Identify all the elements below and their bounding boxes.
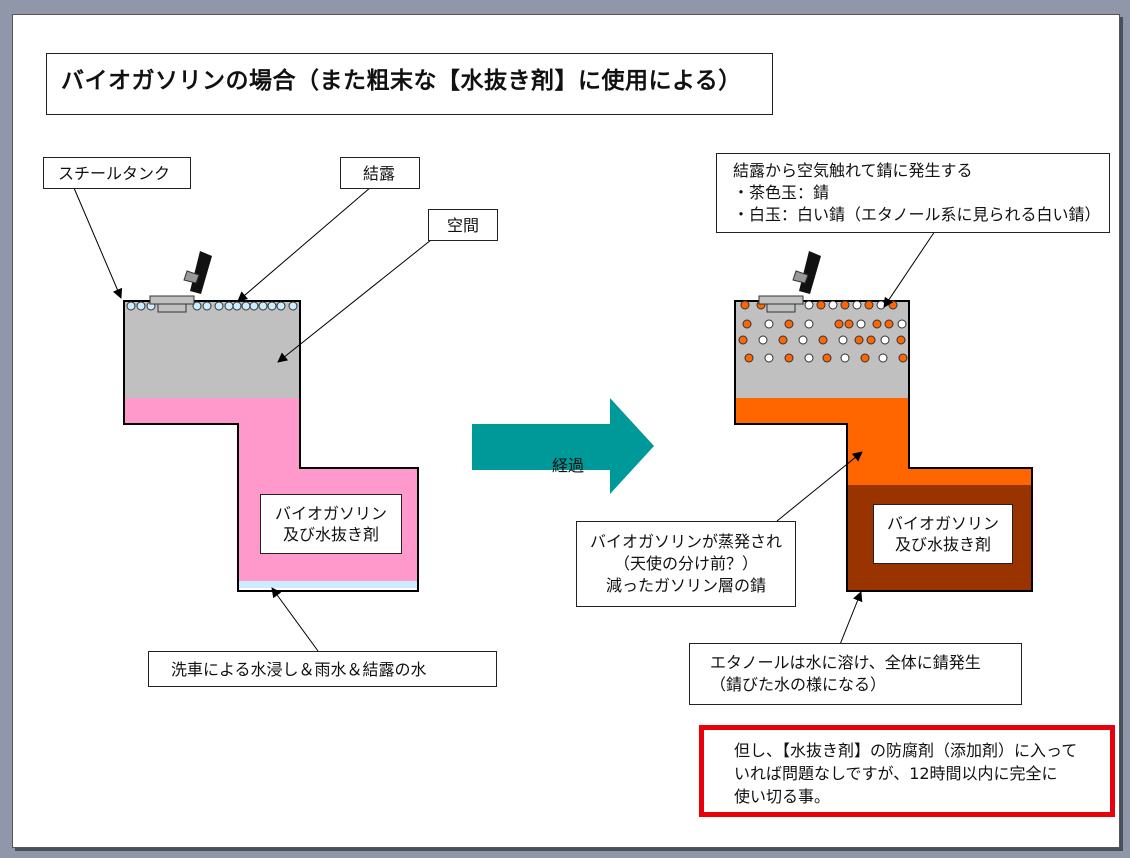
label-space: 空間: [428, 209, 498, 241]
ethanol-note: エタノールは水に溶け、全体に錆発生 （錆びた水の様になる）: [689, 643, 1022, 705]
warning-line2: いれば問題なしですが、12時間以内に完全に: [734, 764, 1058, 783]
ethanol-note-line2: （錆びた水の様になる）: [710, 675, 887, 694]
rust-note: 結露から空気触れて錆に発生する ・茶色玉：錆 ・白玉：白い錆（エタノール系に見ら…: [716, 153, 1110, 233]
warning-line3: 使い切る事。: [734, 787, 831, 806]
right-fuel-label-line1: バイオガソリン: [886, 514, 999, 533]
rust-note-line1: 結露から空気触れて錆に発生する: [733, 161, 973, 180]
right-tank-outline: [734, 300, 1033, 592]
evaporation-note-line1: バイオガソリンが蒸発され: [589, 532, 782, 551]
left-tank-filler-cap: [149, 251, 212, 313]
evaporation-note: バイオガソリンが蒸発され （天使の分け前？） 減ったガソリン層の錆: [576, 521, 796, 607]
slide: バイオガソリンの場合（また粗末な【水抜き剤】に使用による） スチールタンク 結露…: [12, 14, 1120, 848]
right-tank-rust-particles: [738, 300, 908, 363]
label-steel-tank: スチールタンク: [43, 157, 191, 189]
left-tank-condensation-droplets: [126, 301, 298, 311]
label-condensation: 結露: [340, 157, 420, 189]
right-tank-rusted-gasoline: [735, 398, 1032, 485]
elapsed-arrow: [472, 398, 654, 494]
rust-note-line2: ・茶色玉：錆: [733, 183, 830, 202]
warning-box: 但し、【水抜き剤】の防腐剤（添加剤）に入って いれば問題なしですが、12時間以内…: [699, 725, 1115, 817]
right-tank-air-space: [735, 301, 909, 398]
evaporation-note-line2: （天使の分け前？）: [613, 554, 758, 573]
left-tank-water-layer: [238, 581, 418, 588]
warning-line1: 但し、【水抜き剤】の防腐剤（添加剤）に入って: [734, 741, 1078, 760]
left-fuel-label: バイオガソリン 及び水抜き剤: [260, 494, 402, 554]
label-water: 洗車による水浸し＆雨水＆結露の水: [148, 651, 497, 687]
ethanol-note-line1: エタノールは水に溶け、全体に錆発生: [710, 653, 981, 672]
right-fuel-label: バイオガソリン 及び水抜き剤: [873, 504, 1013, 564]
left-tank-gasoline: [124, 398, 418, 583]
right-fuel-label-line2: 及び水抜き剤: [894, 535, 991, 554]
evaporation-note-line3: 減ったガソリン層の錆: [605, 576, 766, 595]
rust-note-line3: ・白玉：白い錆（エタノール系に見られる白い錆）: [733, 205, 1101, 224]
callout-pointers: [73, 186, 936, 652]
diagram-canvas: [73, 186, 1033, 652]
left-fuel-label-line2: 及び水抜き剤: [282, 525, 379, 544]
elapsed-arrow-label: 経過: [551, 456, 584, 475]
left-tank-air-space: [124, 301, 300, 398]
page-title: バイオガソリンの場合（また粗末な【水抜き剤】に使用による）: [46, 53, 773, 115]
right-tank-filler-cap: [758, 251, 821, 313]
left-fuel-label-line1: バイオガソリン: [274, 504, 387, 523]
left-tank-outline: [123, 300, 419, 592]
